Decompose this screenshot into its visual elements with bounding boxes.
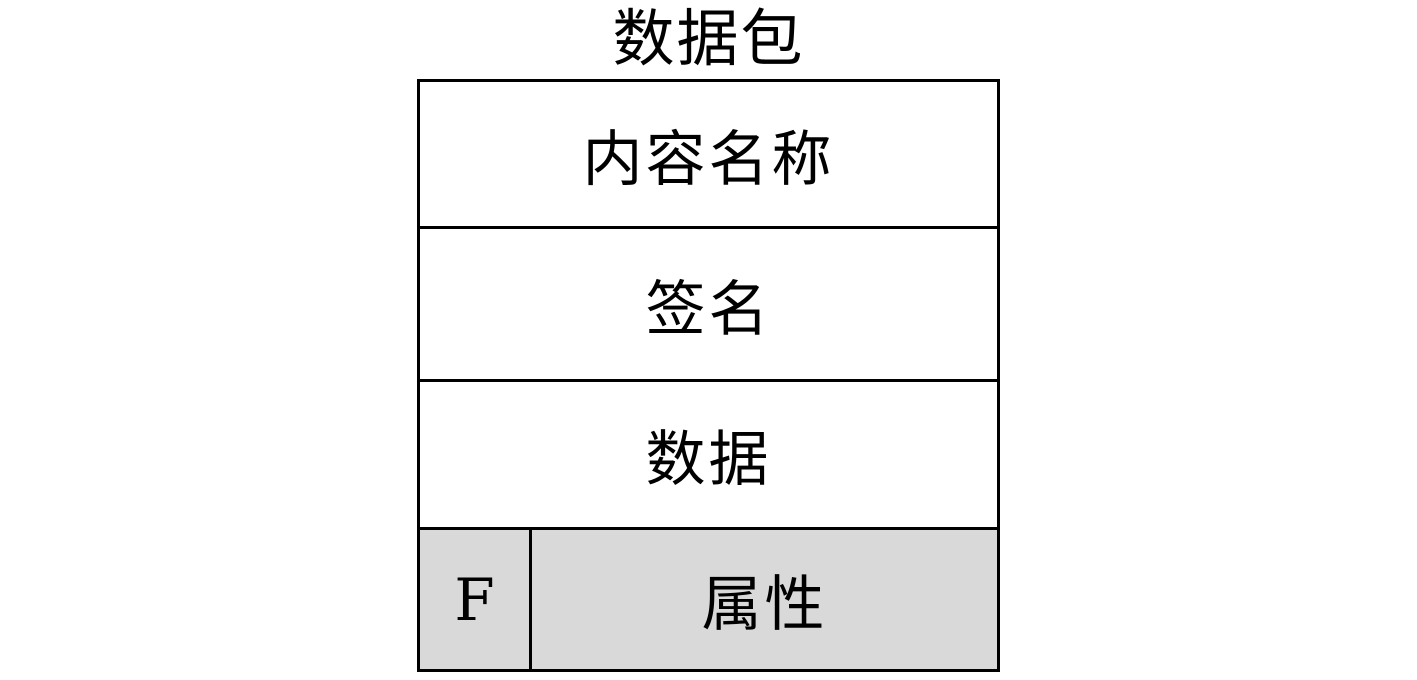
- signature-label: 签名: [645, 274, 772, 345]
- attribute-row: F 属性: [420, 530, 997, 669]
- attributes-label: 属性: [701, 570, 828, 640]
- content-name-field: 内容名称: [420, 82, 997, 229]
- attributes-field: 属性: [532, 530, 997, 669]
- content-name-label: 内容名称: [582, 124, 835, 195]
- diagram-title: 数据包: [612, 2, 805, 75]
- data-label: 数据: [645, 425, 772, 495]
- flag-field: F: [420, 530, 532, 669]
- data-field: 数据: [420, 382, 997, 530]
- signature-field: 签名: [420, 229, 997, 382]
- data-packet-box: 内容名称 签名 数据 F 属性: [417, 79, 1000, 672]
- flag-label: F: [454, 565, 495, 634]
